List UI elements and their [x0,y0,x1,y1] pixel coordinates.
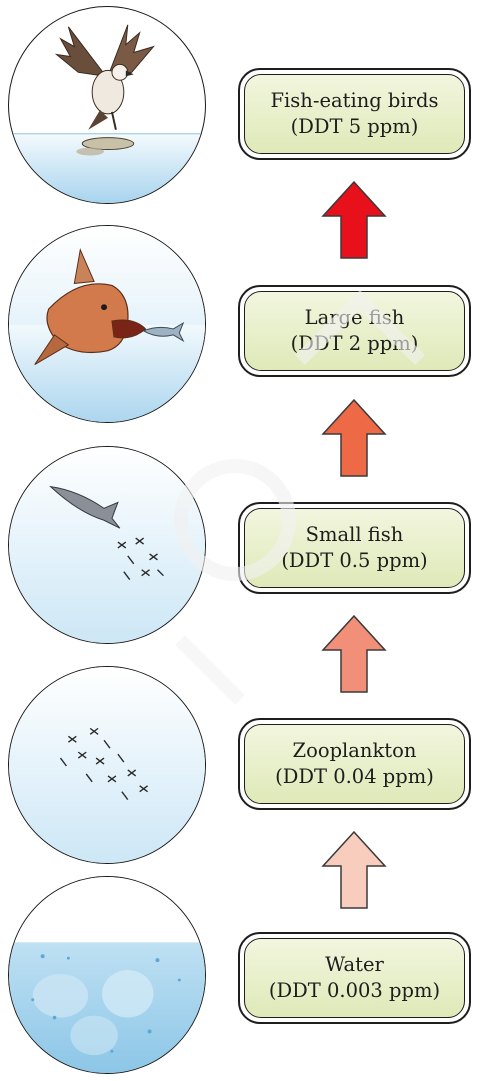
water-icon [8,876,206,1074]
arrow-up-icon [321,180,387,260]
large-fish-icon [8,225,206,423]
arrow-up-icon [321,398,387,478]
level-box-small-fish: Small fish (DDT 0.5 ppm) [238,502,471,594]
level-organism-label: Small fish [306,522,404,548]
level-organism-label: Water [325,952,384,978]
level-ddt-label: (DDT 5 ppm) [291,114,419,140]
level-box-water: Water (DDT 0.003 ppm) [238,932,471,1024]
bird-of-prey-icon [8,6,206,204]
level-box-fish-eating-birds: Fish-eating birds (DDT 5 ppm) [238,68,471,160]
level-box-large-fish: Large fish (DDT 2 ppm) [238,285,471,377]
small-fish-icon [8,446,206,644]
level-organism-label: Zooplankton [293,738,417,764]
level-box-zooplankton: Zooplankton (DDT 0.04 ppm) [238,718,471,810]
level-ddt-label: (DDT 0.5 ppm) [281,548,427,574]
level-ddt-label: (DDT 0.04 ppm) [275,764,434,790]
level-ddt-label: (DDT 0.003 ppm) [269,978,440,1004]
level-ddt-label: (DDT 2 ppm) [291,331,419,357]
level-organism-label: Large fish [305,305,405,331]
arrow-up-icon [321,614,387,694]
level-organism-label: Fish-eating birds [271,88,439,114]
arrow-up-icon [321,830,387,910]
zooplankton-icon [8,666,206,864]
